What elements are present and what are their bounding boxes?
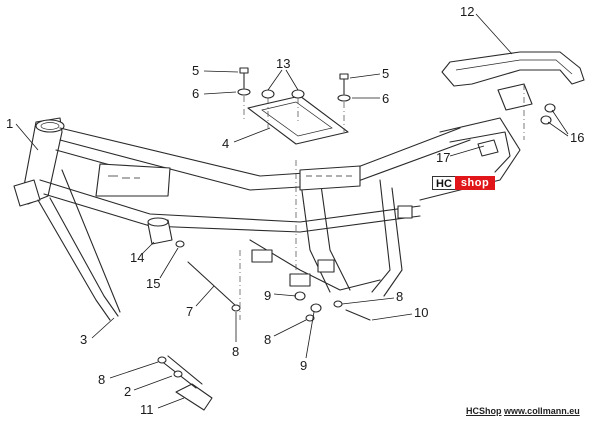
- bolt-2: [173, 370, 183, 378]
- callout-8-center: 8: [264, 319, 307, 347]
- grab-handle: [441, 51, 585, 111]
- callout-13: 13: [267, 56, 299, 91]
- svg-text:8: 8: [396, 289, 403, 304]
- bolt-10: [345, 309, 371, 321]
- callout-10: 10: [371, 305, 428, 321]
- nut-8-center: [305, 314, 315, 322]
- svg-text:9: 9: [300, 358, 307, 373]
- bolt-5-left: [239, 67, 249, 89]
- svg-text:15: 15: [146, 276, 160, 291]
- callout-11: 11: [140, 397, 185, 417]
- svg-text:5: 5: [382, 66, 389, 81]
- bush-9-b: [310, 303, 322, 313]
- washer-8-right: [333, 300, 343, 308]
- svg-text:11: 11: [140, 402, 154, 417]
- svg-text:12: 12: [460, 4, 474, 19]
- rubber-mount-14: [147, 217, 173, 245]
- grommet-13-b: [291, 89, 305, 99]
- main-frame: [13, 117, 521, 321]
- footer-url: www.collmann.eu: [504, 406, 580, 416]
- callout-6-right: 6: [352, 91, 389, 106]
- assembly-lines: [239, 84, 525, 320]
- callout-8-right: 8: [341, 289, 403, 305]
- svg-text:10: 10: [414, 305, 428, 320]
- svg-text:5: 5: [192, 63, 199, 78]
- washer-6-right: [337, 94, 351, 102]
- callout-3: 3: [80, 317, 115, 347]
- svg-text:13: 13: [276, 56, 290, 71]
- svg-text:4: 4: [222, 136, 229, 151]
- badge-shop-text: shop: [454, 176, 496, 190]
- callout-2: 2: [124, 375, 173, 399]
- callout-7: 7: [186, 285, 215, 319]
- badge-hc-text: HC: [432, 176, 455, 190]
- nut-8-bottom: [157, 356, 167, 364]
- nut-16-a: [544, 103, 556, 113]
- svg-text:17: 17: [436, 150, 450, 165]
- svg-text:9: 9: [264, 288, 271, 303]
- side-stand-11: [159, 355, 213, 411]
- washer-6-left: [237, 88, 251, 96]
- bolt-15: [175, 240, 185, 248]
- bolt-5-right: [339, 73, 349, 95]
- svg-text:3: 3: [80, 332, 87, 347]
- bush-9-a: [294, 291, 306, 301]
- callout-14: 14: [130, 241, 155, 265]
- grommet-13-a: [261, 89, 275, 99]
- callout-16: 16: [547, 109, 584, 145]
- callout-4: 4: [222, 127, 271, 151]
- callout-12: 12: [460, 4, 513, 55]
- footer-credit: HCShop www.collmann.eu: [466, 406, 580, 416]
- svg-text:6: 6: [382, 91, 389, 106]
- svg-text:8: 8: [98, 372, 105, 387]
- callout-6-left: 6: [192, 86, 237, 101]
- callout-9-bottom: 9: [300, 311, 315, 373]
- hc-shop-badge: HC shop: [432, 176, 498, 190]
- callout-17: 17: [436, 145, 485, 165]
- callout-9-left: 9: [264, 288, 297, 303]
- callout-5-left: 5: [192, 63, 239, 78]
- svg-text:1: 1: [6, 116, 13, 131]
- callout-1: 1: [6, 116, 39, 151]
- svg-text:8: 8: [264, 332, 271, 347]
- callout-8-bottom: 8: [98, 361, 159, 387]
- threaded-rod-7: [187, 261, 237, 307]
- svg-text:16: 16: [570, 130, 584, 145]
- svg-text:2: 2: [124, 384, 131, 399]
- callout-5-right: 5: [349, 66, 389, 81]
- callout-15: 15: [146, 247, 179, 291]
- svg-text:6: 6: [192, 86, 199, 101]
- nut-8-left: [231, 304, 241, 312]
- callout-8-left: 8: [232, 312, 239, 359]
- svg-text:8: 8: [232, 344, 239, 359]
- svg-text:7: 7: [186, 304, 193, 319]
- svg-text:14: 14: [130, 250, 144, 265]
- footer-brand: HCShop: [466, 406, 502, 416]
